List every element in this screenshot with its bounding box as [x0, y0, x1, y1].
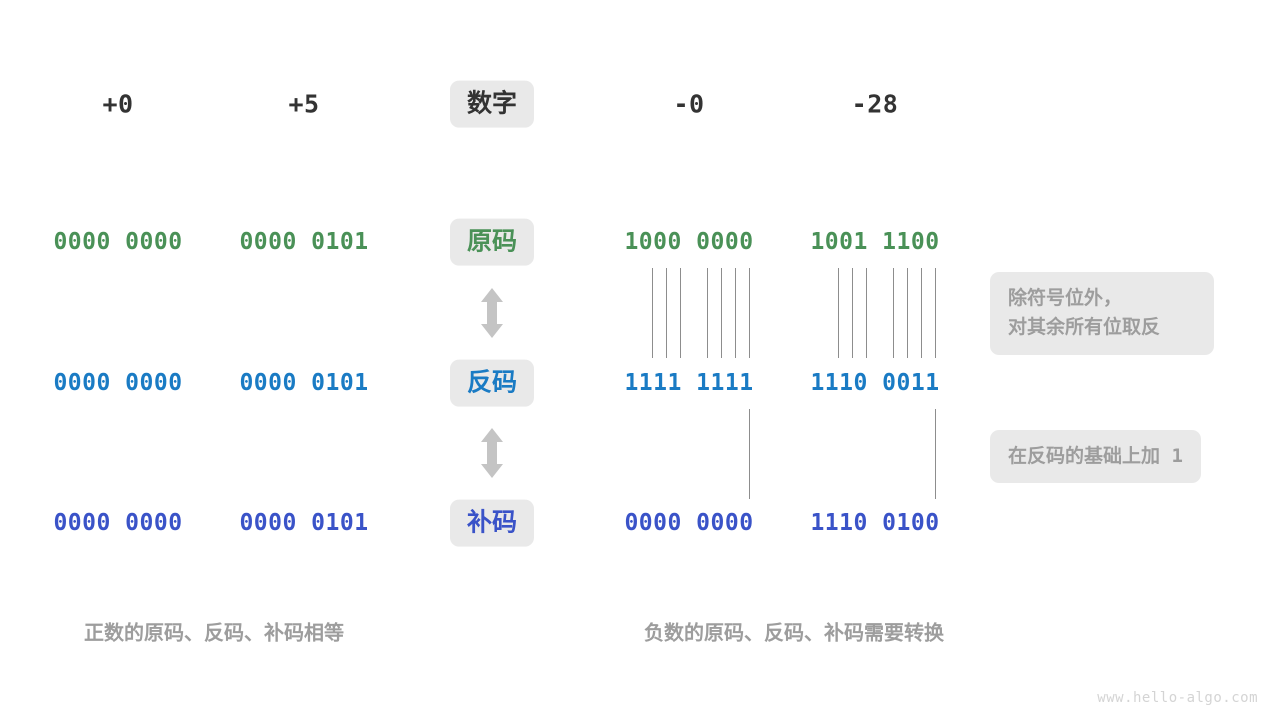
bit-connector-line	[838, 268, 839, 358]
carry-connector-line	[749, 409, 750, 499]
header-value-pos-zero: +0	[102, 89, 134, 119]
bit-connector-line	[866, 268, 867, 358]
bit-connector-line	[666, 268, 667, 358]
bit-connector-line	[735, 268, 736, 358]
twos-complement-neg-twentyeight: 1110 0100	[810, 510, 940, 536]
caption-positive: 正数的原码、反码、补码相等	[84, 620, 344, 645]
sign-magnitude-neg-twentyeight: 1001 1100	[810, 229, 940, 255]
bit-connector-line	[893, 268, 894, 358]
twos-complement-pos-zero: 0000 0000	[53, 510, 183, 536]
row-label-twos-complement: 补码	[449, 499, 535, 547]
ones-complement-pos-zero: 0000 0000	[53, 370, 183, 396]
bit-connector-line	[680, 268, 681, 358]
bit-connector-line	[652, 268, 653, 358]
note-add-one: 在反码的基础上加 1	[990, 430, 1201, 484]
row-label-number: 数字	[449, 80, 535, 128]
bit-connector-line	[721, 268, 722, 358]
row-label-ones-complement: 反码	[449, 359, 535, 407]
carry-connector-line	[935, 409, 936, 499]
sign-magnitude-pos-zero: 0000 0000	[53, 229, 183, 255]
bit-connector-line	[907, 268, 908, 358]
ones-complement-neg-zero: 1111 1111	[624, 370, 754, 396]
ones-complement-pos-five: 0000 0101	[239, 370, 369, 396]
twos-complement-neg-zero: 0000 0000	[624, 510, 754, 536]
bit-connector-line	[921, 268, 922, 358]
ones-complement-neg-twentyeight: 1110 0011	[810, 370, 940, 396]
sign-magnitude-pos-five: 0000 0101	[239, 229, 369, 255]
sign-magnitude-neg-zero: 1000 0000	[624, 229, 754, 255]
double-arrow-vertical-icon-1	[478, 287, 506, 339]
watermark: www.hello-algo.com	[1097, 690, 1258, 706]
caption-negative: 负数的原码、反码、补码需要转换	[644, 620, 944, 645]
row-label-sign-magnitude: 原码	[449, 218, 535, 266]
bit-connector-line	[749, 268, 750, 358]
bit-connector-line	[707, 268, 708, 358]
bit-connector-line	[852, 268, 853, 358]
bit-connector-line	[935, 268, 936, 358]
note-add-one-value: 1	[1160, 445, 1183, 467]
double-arrow-vertical-icon-2	[478, 427, 506, 479]
note-add-one-text: 在反码的基础上加	[1008, 445, 1161, 467]
header-value-neg-zero: -0	[673, 89, 705, 119]
twos-complement-pos-five: 0000 0101	[239, 510, 369, 536]
header-value-neg-twentyeight: -28	[851, 89, 899, 119]
header-value-pos-five: +5	[288, 89, 320, 119]
note-invert-bits: 除符号位外， 对其余所有位取反	[990, 272, 1214, 355]
